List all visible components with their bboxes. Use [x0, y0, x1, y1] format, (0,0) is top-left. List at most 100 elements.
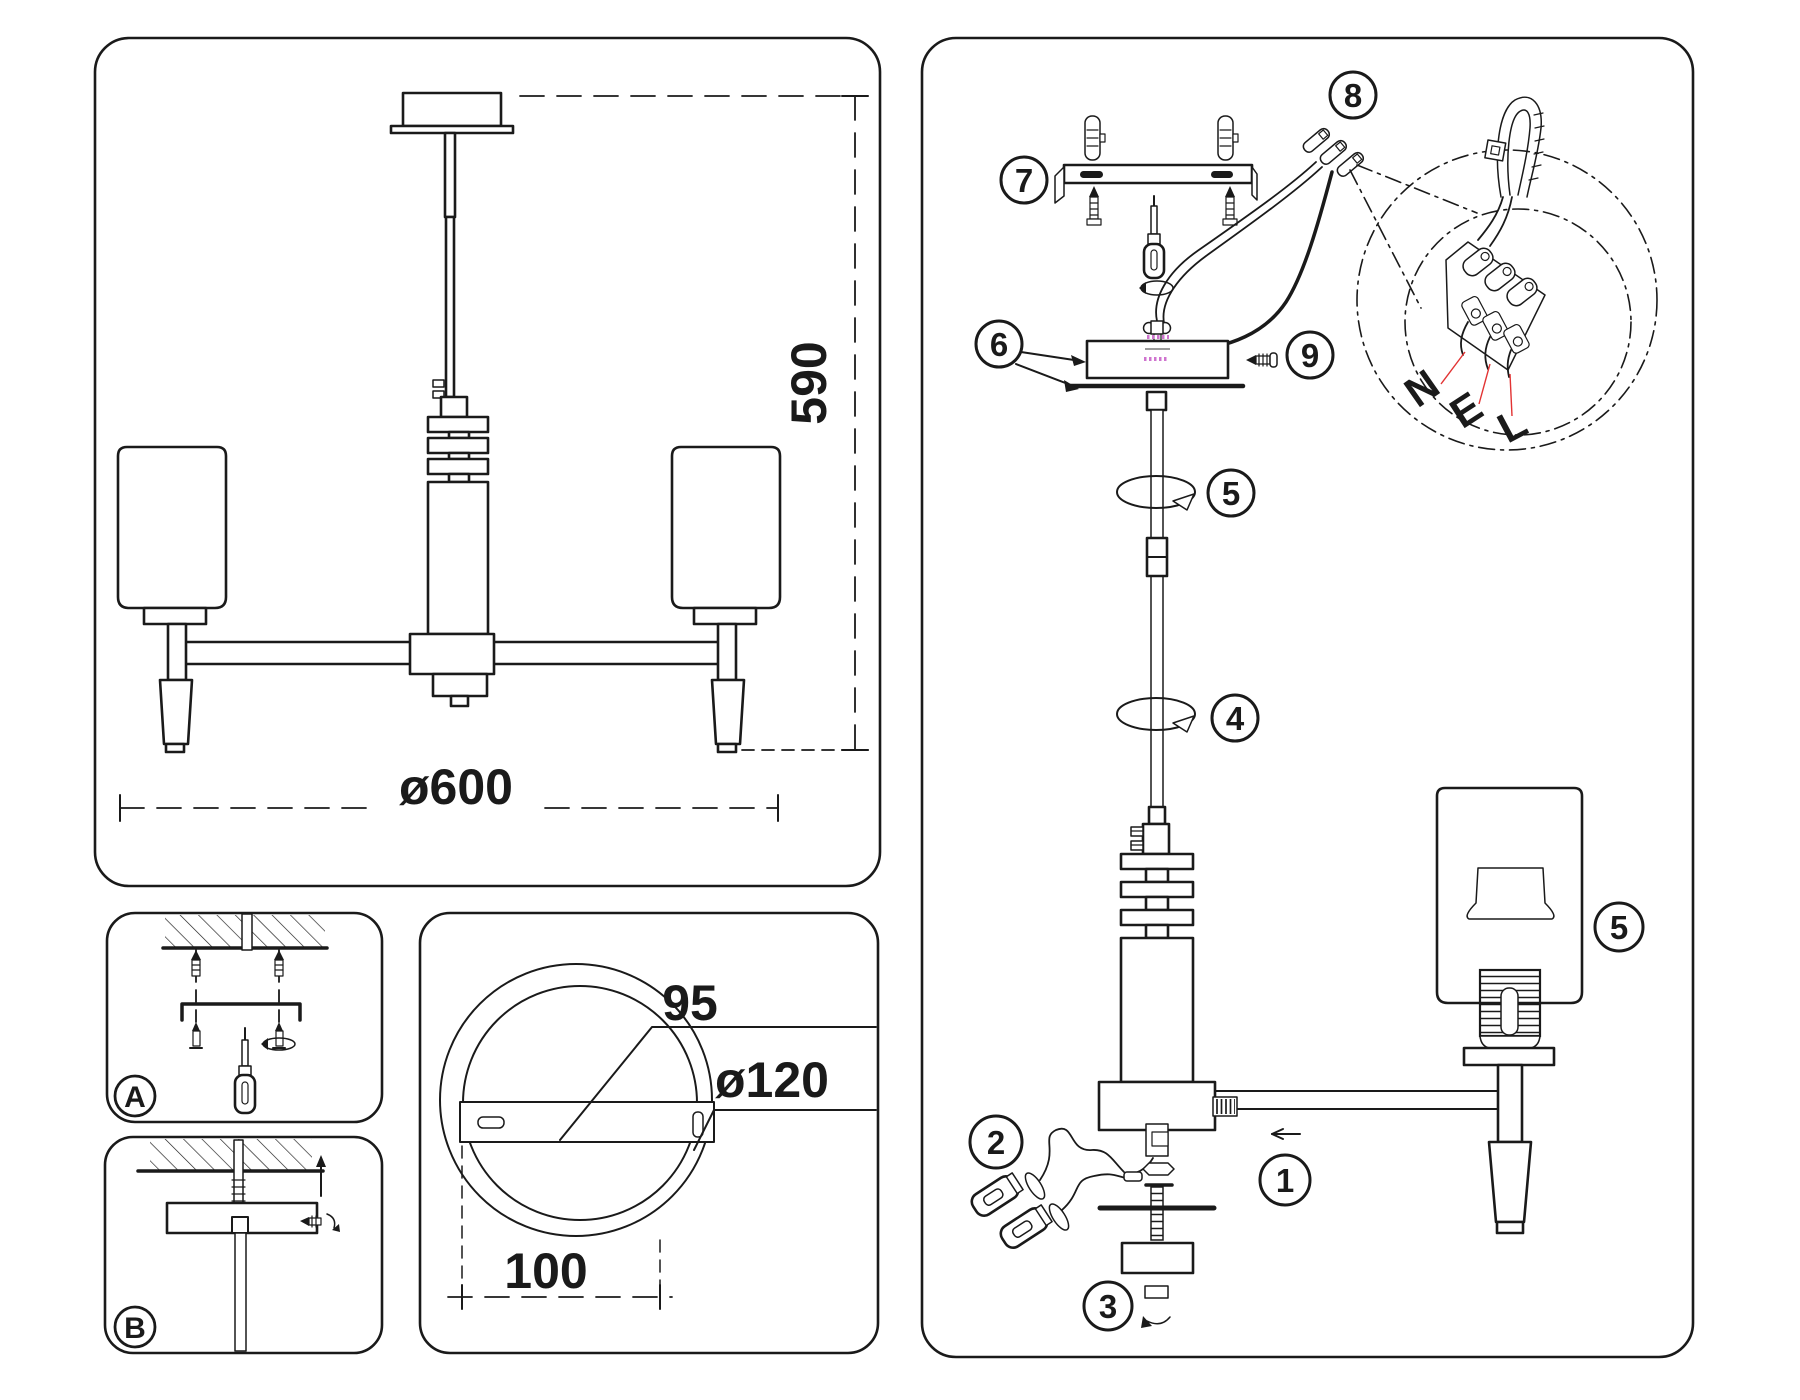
- panel-canopy-template: 95 ø120 100: [418, 911, 880, 1355]
- canopy-diameter-label: ø120: [715, 1052, 829, 1108]
- finial-left: [158, 678, 194, 746]
- screwdriver-icon: [233, 1027, 257, 1115]
- finial: [1487, 1140, 1533, 1224]
- knurled-knob: [1212, 1096, 1238, 1117]
- height-dimension-label: 590: [781, 341, 837, 424]
- step6-canopy-group: 6: [974, 319, 1246, 392]
- socket-keyhole: [1500, 987, 1519, 1036]
- rod-upper: [443, 131, 457, 219]
- panel-mounting-step-b: B: [103, 1135, 384, 1355]
- svg-text:9: 9: [1301, 337, 1319, 374]
- svg-text:4: 4: [1226, 700, 1245, 737]
- slot-right: [692, 1111, 704, 1138]
- step3-hardware-group: 3: [1082, 1162, 1217, 1332]
- chandelier-front-view: [116, 91, 782, 754]
- screw-icon: [1222, 186, 1238, 226]
- socket-ring-icon: [1048, 1203, 1070, 1231]
- step3-badge: 3: [1082, 1280, 1134, 1332]
- panel-mounting-step-a: A: [105, 911, 384, 1124]
- rotate-arrow-icon: [1116, 697, 1196, 733]
- screwdriver-icon: [1139, 195, 1174, 296]
- svg-text:5: 5: [1222, 475, 1240, 512]
- fin-disc: [426, 436, 490, 455]
- terminal-block-detail: [1445, 241, 1546, 378]
- step5-lamp-group: 5: [1435, 786, 1645, 1235]
- detail-circle-outer: [1356, 149, 1658, 451]
- canopy-box: [1085, 339, 1230, 380]
- step5-badge: 5: [1206, 468, 1256, 518]
- terminal-connector: [1302, 127, 1365, 177]
- screw-icon: [189, 1022, 203, 1049]
- centre-nipple: [231, 1216, 249, 1234]
- fin-disc: [1119, 852, 1195, 871]
- wire-label-live: L: [1490, 398, 1535, 452]
- step-a-badge: A: [113, 1074, 157, 1118]
- svg-text:2: 2: [987, 1124, 1005, 1161]
- rod-top-adapter: [1145, 390, 1168, 412]
- panel-border: [103, 1135, 384, 1355]
- svg-text:1: 1: [1276, 1162, 1294, 1199]
- lamp-socket-icon: [970, 1172, 1024, 1217]
- svg-text:5: 5: [1610, 909, 1628, 946]
- cable-tie-icon: [1484, 96, 1545, 198]
- bracket-slot: [1211, 171, 1233, 178]
- svg-text:3: 3: [1099, 1288, 1117, 1325]
- shade-collar-left: [142, 606, 208, 626]
- wire-ferrule: [1123, 1171, 1143, 1182]
- leader-n: [1440, 351, 1466, 385]
- rod-collar: [439, 395, 469, 419]
- threaded-stud: [231, 1139, 246, 1209]
- step6-badge: 6: [974, 319, 1024, 369]
- canopy-outer-circle: [439, 963, 713, 1237]
- lock-nut: [1144, 1285, 1169, 1299]
- wall-anchor-icon: [274, 950, 284, 977]
- fin-disc: [426, 415, 490, 434]
- step9-screw-group: 9: [1246, 330, 1335, 380]
- panel-border: [920, 36, 1695, 1359]
- svg-text:8: 8: [1344, 77, 1362, 114]
- rod-lower: [444, 215, 456, 399]
- canopy: [401, 91, 503, 128]
- ceiling-hatch: [150, 1139, 312, 1171]
- set-screw: [432, 390, 445, 399]
- centre-body: [426, 480, 490, 636]
- wall-anchor-icon: [1217, 115, 1239, 161]
- fin-disc: [426, 457, 490, 476]
- step2-sockets-group: 2: [968, 1114, 1154, 1249]
- shade-left: [116, 445, 228, 610]
- rotate-arrow-icon: [1141, 1316, 1171, 1328]
- panel-border: [418, 911, 880, 1355]
- screw-icon: [272, 1022, 286, 1049]
- step-a-label: A: [124, 1081, 146, 1114]
- leader-e: [1478, 363, 1491, 405]
- wall-anchor-icon: [191, 950, 201, 977]
- fin-disc: [1119, 908, 1195, 927]
- rotate-arrow-icon: [1116, 475, 1196, 511]
- bottom-cover: [1120, 1241, 1195, 1275]
- panel-overall-dimensions: 590 ø600: [93, 36, 882, 888]
- detail-circle-inner: [1404, 208, 1632, 436]
- rotate-arrow-icon: [261, 1037, 296, 1051]
- socket-stem: [1496, 1063, 1524, 1144]
- clamp-block: [1130, 822, 1171, 856]
- threaded-socket: [1478, 968, 1542, 1038]
- rod: [1150, 409, 1164, 808]
- slot-left: [477, 1116, 505, 1129]
- svg-text:6: 6: [990, 326, 1008, 363]
- step4-badge: 4: [1210, 693, 1260, 743]
- strain-relief: [1142, 320, 1172, 342]
- leader-120: [693, 1109, 877, 1151]
- step1-group: 1: [1258, 1128, 1312, 1207]
- lamp-socket-icon: [999, 1204, 1053, 1249]
- threaded-rod: [1150, 1186, 1164, 1241]
- socket-ring-icon: [1024, 1172, 1046, 1200]
- mounting-bracket: [180, 1002, 302, 1022]
- detail-leader: [1356, 164, 1478, 214]
- centre-pin: [241, 913, 253, 951]
- centre-hub: [1097, 1080, 1217, 1132]
- step-b-label: B: [124, 1312, 146, 1345]
- leader-95: [559, 1026, 877, 1141]
- centre-body: [1119, 936, 1195, 1084]
- bracket-slot: [1080, 171, 1103, 178]
